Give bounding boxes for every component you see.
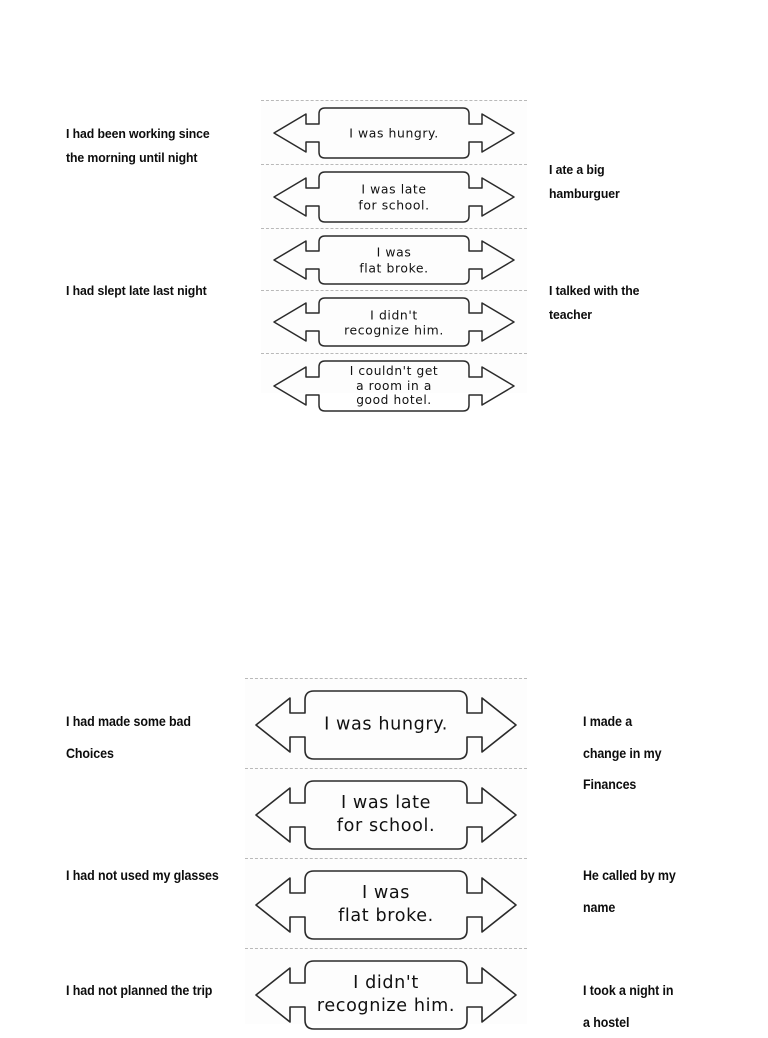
rounded-rect-icon [245, 862, 527, 948]
band-divider [245, 768, 527, 769]
caption-left-g2-2: I had not used my glasses [66, 868, 219, 883]
band-divider [261, 353, 527, 354]
caption-right-g2-2: He called by my name [583, 868, 676, 915]
arrow-box-row: I didn't recognize him. [261, 292, 527, 353]
arrow-box-row: I was flat broke. [245, 862, 527, 948]
rounded-rect-icon [261, 166, 527, 228]
rounded-rect-icon [261, 230, 527, 290]
rounded-rect-icon [245, 682, 527, 768]
diagram-group-2: I was hungry. I was late for school. [245, 678, 527, 1030]
arrow-box-row: I was hungry. [261, 102, 527, 164]
caption-left-g1-2: I had slept late last night [66, 283, 207, 298]
rounded-rect-icon [245, 952, 527, 1038]
arrow-box-row: I was flat broke. [261, 230, 527, 290]
caption-right-g1-1: I ate a big hamburguer [549, 162, 620, 201]
rounded-rect-icon [261, 355, 527, 417]
arrow-box-row: I couldn't get a room in a good hotel. [261, 355, 527, 417]
caption-right-g1-2: I talked with the teacher [549, 283, 640, 322]
rounded-rect-icon [261, 292, 527, 353]
band-divider [261, 228, 527, 229]
band-divider [245, 858, 527, 859]
arrow-box-row: I was hungry. [245, 682, 527, 768]
band-divider [261, 290, 527, 291]
band-divider [261, 164, 527, 165]
rounded-rect-icon [261, 102, 527, 164]
arrow-box-row: I was late for school. [261, 166, 527, 228]
diagram-group-1: I was hungry. I was late for school. [261, 100, 527, 412]
caption-left-g2-1: I had made some bad Choices [66, 714, 191, 761]
caption-left-g2-3: I had not planned the trip [66, 983, 213, 998]
band-divider [245, 948, 527, 949]
caption-right-g2-1: I made a change in my Finances [583, 714, 662, 792]
band-divider [261, 100, 527, 101]
arrow-box-row: I was late for school. [245, 772, 527, 858]
rounded-rect-icon [245, 772, 527, 858]
arrow-box-row: I didn't recognize him. [245, 952, 527, 1038]
band-divider [245, 678, 527, 679]
caption-left-g1-1: I had been working since the morning unt… [66, 126, 210, 165]
caption-right-g2-3: I took a night in a hostel [583, 983, 674, 1030]
